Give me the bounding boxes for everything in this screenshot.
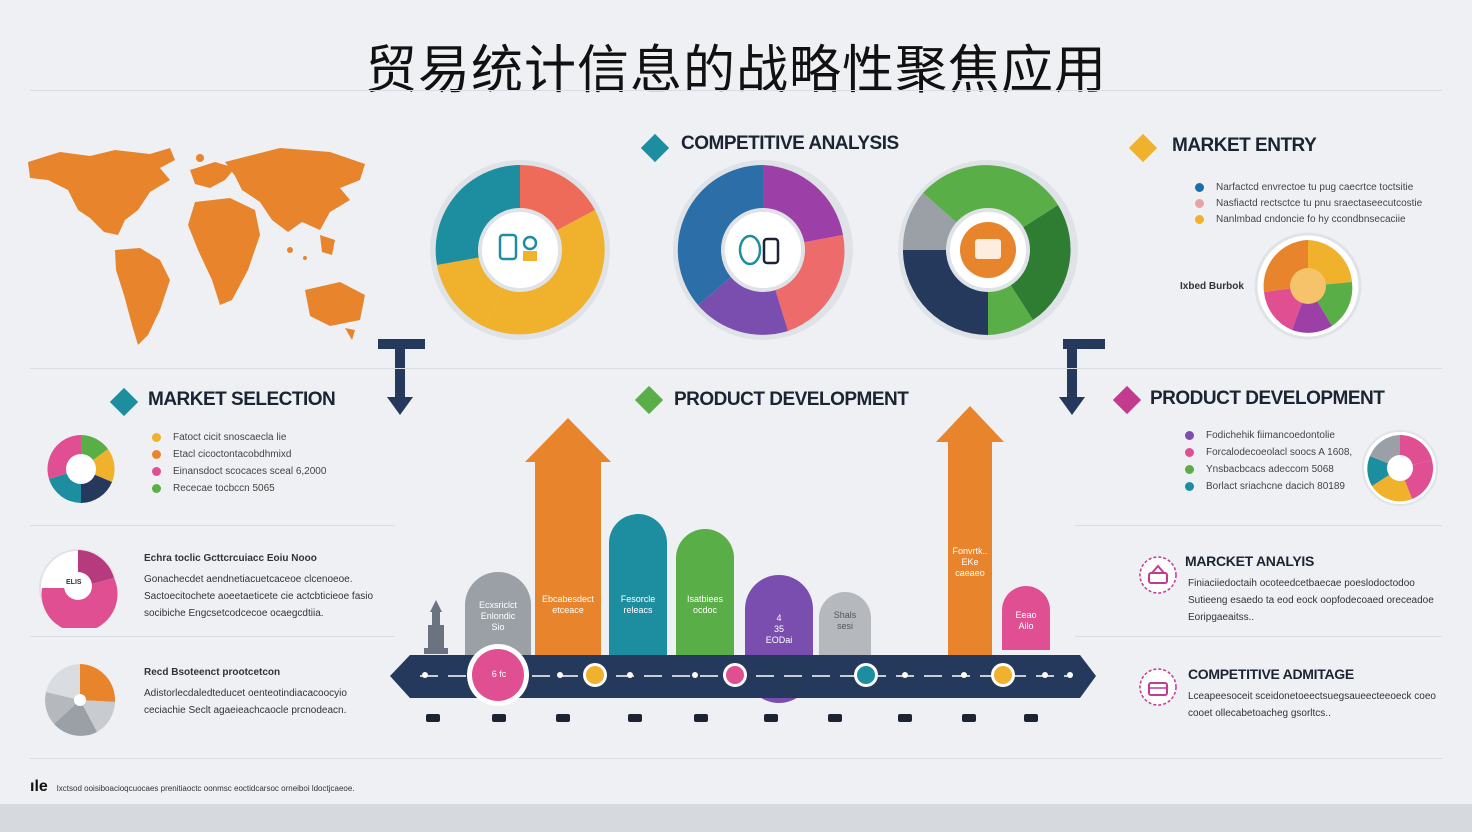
market-entry-legend: Narfactcd envrectoe tu pug caecrtce toct…	[1195, 180, 1422, 228]
left-pie-1	[39, 549, 118, 628]
market-analysis-heading: MARCKET ANALYIS	[1185, 553, 1315, 569]
timeline-bar-label: Eeao Ailo	[1015, 610, 1037, 631]
timeline-start-marker-label: 6 fc	[491, 669, 507, 679]
timeline-bar-label: Ebcabesdect etceace	[541, 594, 595, 615]
left-block-2-text: Adistorlecdaledteducet oenteotindiacacoo…	[144, 685, 347, 719]
market-analysis-text: Finiaciiedoctaih ocoteedcetbaecae poeslo…	[1188, 575, 1434, 626]
legend-item: Etacl cicoctontacobdhmixd	[152, 447, 326, 464]
legend-item: Fatoct cicit snoscaecla lie	[152, 430, 326, 447]
product-development-heading: PRODUCT DEVELOPMENT	[674, 389, 909, 410]
timeline-bar-label: Isatbiees ocdoc	[686, 594, 724, 615]
title-divider	[30, 90, 1442, 91]
diamond-icon	[1112, 385, 1142, 415]
diamond-icon	[1128, 133, 1158, 163]
timeline-graphic	[390, 406, 1096, 722]
text-line: cooet ollecabetoacheg gsorltcs..	[1188, 708, 1331, 719]
text-line: Eoripgaeaitss..	[1188, 612, 1255, 623]
text-line: Gonachecdet aendnetiacuetcaceoe clcenoeo…	[144, 574, 353, 585]
market-selection-legend: Fatoct cicit snoscaecla lie Etacl cicoct…	[152, 430, 326, 498]
diamond-icon	[640, 133, 670, 163]
product-development-right-heading: PRODUCT DEVELOPMENT	[1150, 388, 1385, 409]
footer-divider	[30, 758, 1442, 759]
connector-arrow-left	[378, 339, 425, 415]
timeline-bar-label: Ecxsriclct Enlondic Sio	[479, 600, 517, 632]
timeline-bar-label: Fonvrtk.. EKe caeaeo	[952, 546, 988, 578]
timeline-bar-label: Fesorcle releacs	[620, 594, 656, 615]
competitive-advantage-icon	[1139, 668, 1177, 706]
market-selection-pie	[47, 435, 115, 503]
product-development-pie	[1362, 430, 1438, 506]
section-divider	[30, 636, 395, 637]
competitive-advantage-text: Lceapeesoceit sceidonetoeectsuegsaueecte…	[1188, 688, 1436, 722]
footer-text: Ixctsod ooisiboacioqcuocaes prenitiaoctc…	[56, 784, 355, 793]
legend-item: Narfactcd envrectoe tu pug caecrtce toct…	[1195, 180, 1422, 196]
market-selection-heading: MARKET SELECTION	[148, 389, 336, 410]
section-divider	[30, 368, 1442, 369]
left-pie-1-label: ELIS	[66, 579, 82, 586]
section-divider	[1075, 525, 1442, 526]
legend-item: Ynsbacbcacs adeccom 5068	[1185, 462, 1352, 479]
market-analysis-icon	[1139, 556, 1177, 594]
left-block-2-title: Recd Bsoteenct prootcetcon	[144, 667, 281, 678]
world-map-icon	[28, 148, 365, 345]
donut-chart-1	[430, 160, 610, 340]
bottom-band	[0, 804, 1472, 832]
diamond-icon	[109, 387, 139, 417]
competitive-analysis-heading: COMPETITIVE ANALYSIS	[681, 133, 899, 154]
left-block-1-title: Echra toclic Gcttcrcuiacc Eoiu Nooo	[144, 553, 317, 564]
text-line: ceciachie Seclt agaeieachcaocle prcnodea…	[144, 705, 347, 716]
left-block-1-text: Gonachecdet aendnetiacuetcaceoe clcenoeo…	[144, 571, 373, 622]
market-entry-pie	[1254, 232, 1362, 340]
connector-arrow-right	[1059, 339, 1105, 415]
text-line: socibiche Engcsetcodcecoe ocaegcdtiia.	[144, 608, 324, 619]
text-line: Lceapeesoceit sceidonetoeectsuegsaueecte…	[1188, 691, 1436, 702]
competitive-advantage-heading: COMPETITIVE ADMITAGE	[1188, 666, 1354, 682]
left-pie-2	[45, 664, 116, 736]
footer: ıle Ixctsod ooisiboacioqcuocaes prenitia…	[30, 778, 355, 796]
legend-item: Forcalodecoeolacl soocs A 1608,	[1185, 445, 1352, 462]
legend-item: Fodichehik fiimancoedontolie	[1185, 428, 1352, 445]
text-line: Sactoecitochete aoeetaeticete cie actcbt…	[144, 591, 374, 602]
market-entry-heading: MARKET ENTRY	[1172, 135, 1317, 156]
footer-logo: ıle	[30, 778, 48, 795]
text-line: Adistorlecdaledteducet oenteotindiacacoo…	[144, 688, 347, 699]
section-divider	[1075, 636, 1442, 637]
timeline-bar-label: Shals sesi	[833, 610, 857, 631]
product-development-legend: Fodichehik fiimancoedontolie Forcalodeco…	[1185, 428, 1352, 496]
legend-item: Einansdoct scocaces sceal 6,2000	[152, 464, 326, 481]
text-line: Finiaciiedoctaih ocoteedcetbaecae poeslo…	[1188, 578, 1415, 589]
section-divider	[30, 525, 395, 526]
legend-item: Nanlmbad cndoncie fo hy ccondbnsecaciie	[1195, 212, 1422, 228]
text-line: Sutieeng esaedo ta eod eock oopfodecoaed…	[1188, 595, 1434, 606]
legend-item: Nasfiactd rectsctce tu pnu sraectaseecut…	[1195, 196, 1422, 212]
donut-chart-2	[673, 160, 853, 340]
timeline-bar-label: 4 35 EODai	[765, 613, 793, 645]
page-title: 贸易统计信息的战略性聚焦应用	[364, 41, 1107, 101]
donut-chart-3	[898, 160, 1078, 340]
market-entry-pie-label: Ixbed Burbok	[1180, 281, 1244, 292]
legend-item: Borlact sriachcne dacich 80189	[1185, 479, 1352, 496]
legend-item: Rececae tocbccn 5065	[152, 481, 326, 498]
